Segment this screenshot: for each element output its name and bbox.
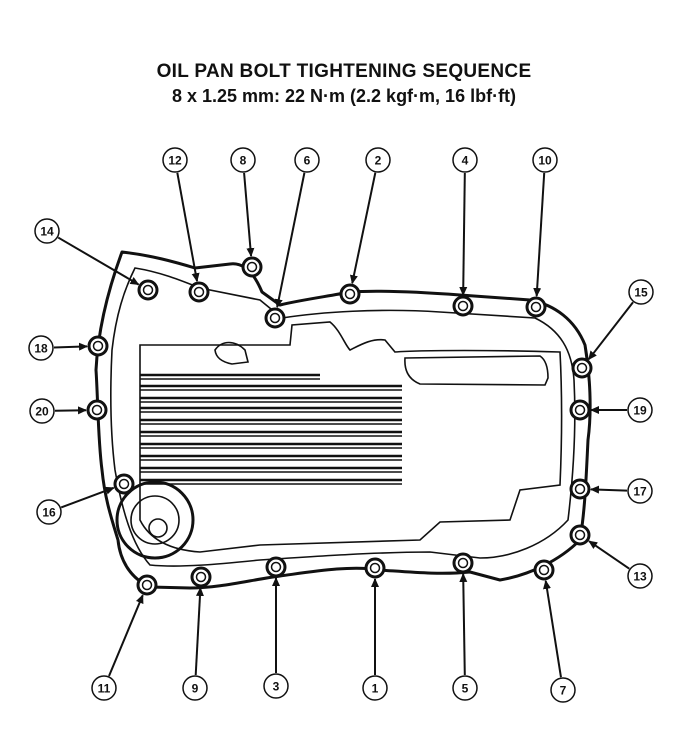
sequence-number-16: 16: [42, 506, 56, 520]
bolt-3-head: [270, 561, 282, 573]
sequence-number-circle-8: [230, 147, 256, 173]
bolt-4-head: [457, 300, 469, 312]
leader-line-bolt-11: [108, 594, 144, 677]
bolt-7-head: [538, 564, 550, 576]
bolt-18-head: [92, 340, 104, 352]
sequence-number-13: 13: [633, 570, 647, 584]
sequence-number-circle-4: [452, 147, 478, 173]
bolt-8-head: [246, 261, 258, 273]
title-line-2-torque-spec: 8 x 1.25 mm: 22 N·m (2.2 kgf·m, 16 lbf·f…: [171, 86, 517, 106]
sequence-number-circle-3: [263, 673, 289, 699]
sequence-number-2: 2: [375, 154, 382, 168]
leader-line-bolt-9: [194, 586, 204, 676]
sequence-number-circle-2: [365, 147, 391, 173]
leader-line-bolt-20: [54, 406, 88, 415]
bolt-1-head: [369, 562, 381, 574]
sequence-number-circle-20: [29, 398, 55, 424]
bolt-14-head: [142, 284, 154, 296]
leader-line-bolt-15: [587, 301, 634, 361]
oil-pan-sump-recess: [139, 321, 563, 553]
sequence-number-circle-6: [294, 147, 320, 173]
sequence-number-circle-19: [627, 397, 653, 423]
leader-line-bolt-7: [543, 579, 562, 678]
bolt-11-head: [141, 579, 153, 591]
leader-line-bolt-14: [57, 236, 140, 286]
oil-pan-upper-bump: [214, 341, 249, 365]
sequence-number-1: 1: [372, 682, 379, 696]
sequence-number-5: 5: [462, 682, 469, 696]
sequence-number-4: 4: [462, 154, 469, 168]
leader-line-bolt-6: [274, 172, 306, 309]
sequence-number-9: 9: [192, 682, 199, 696]
sequence-number-circle-7: [550, 677, 576, 703]
title-line-1: OIL PAN BOLT TIGHTENING SEQUENCE: [156, 61, 532, 82]
sequence-number-circle-18: [28, 335, 54, 361]
leader-line-bolt-10: [533, 172, 546, 298]
sequence-number-12: 12: [168, 154, 182, 168]
bolt-holes: [86, 256, 593, 596]
oil-pan-body: [94, 250, 592, 590]
bolt-12-head: [193, 286, 205, 298]
oil-filter-boss-ring: [130, 495, 180, 545]
oil-pan-flange-inner: [109, 267, 576, 567]
leader-line-bolt-5: [459, 572, 468, 676]
sequence-number-circle-14: [34, 218, 60, 244]
sequence-number-14: 14: [40, 225, 54, 239]
sequence-number-circle-16: [36, 499, 62, 525]
bolt-20-head: [91, 404, 103, 416]
sequence-number-19: 19: [633, 404, 647, 418]
sequence-number-6: 6: [304, 154, 311, 168]
sequence-number-circle-15: [628, 279, 654, 305]
sequence-number-17: 17: [633, 485, 647, 499]
oil-filter-boss-hole: [148, 518, 168, 538]
diagram-title: OIL PAN BOLT TIGHTENING SEQUENCE 8 x 1.2…: [0, 60, 688, 108]
sequence-number-circle-11: [91, 675, 117, 701]
bolt-5-head: [457, 557, 469, 569]
sequence-number-circle-1: [362, 675, 388, 701]
sequence-number-3: 3: [273, 680, 280, 694]
sequence-number-circle-9: [182, 675, 208, 701]
sequence-number-circle-17: [627, 478, 653, 504]
sequence-number-8: 8: [240, 154, 247, 168]
sequence-number-20: 20: [35, 405, 49, 419]
sequence-number-11: 11: [98, 682, 111, 696]
bolt-9-head: [195, 571, 207, 583]
bolt-6-head: [269, 312, 281, 324]
bolt-15-head: [576, 362, 588, 374]
leader-line-bolt-4: [459, 172, 468, 297]
leader-line-bolt-12: [176, 172, 200, 283]
leader-line-bolt-2: [349, 172, 377, 285]
oil-filter-boss: [115, 480, 195, 560]
bolt-19-head: [574, 404, 586, 416]
bolt-17-head: [574, 483, 586, 495]
oil-pan-baffle-contour: [404, 355, 549, 386]
oil-pan-cooling-ribs: [140, 373, 402, 485]
sequence-number-circle-12: [162, 147, 188, 173]
sequence-number-circle-13: [627, 563, 653, 589]
leader-line-bolt-8: [243, 172, 255, 258]
callout-leader-lines: [53, 172, 634, 678]
sequence-number-7: 7: [560, 684, 567, 698]
bolt-13-head: [574, 529, 586, 541]
sequence-number-circle-10: [532, 147, 558, 173]
bolt-2-head: [344, 288, 356, 300]
sequence-number-circle-5: [452, 675, 478, 701]
leader-line-bolt-16: [60, 486, 115, 509]
leader-line-bolt-17: [589, 485, 628, 494]
bolt-10-head: [530, 301, 542, 313]
sequence-number-18: 18: [34, 342, 48, 356]
sequence-number-10: 10: [538, 154, 552, 168]
bolt-16-head: [118, 478, 130, 490]
sequence-number-15: 15: [634, 286, 648, 300]
leader-line-bolt-13: [588, 540, 630, 570]
leader-line-bolt-18: [53, 342, 89, 351]
